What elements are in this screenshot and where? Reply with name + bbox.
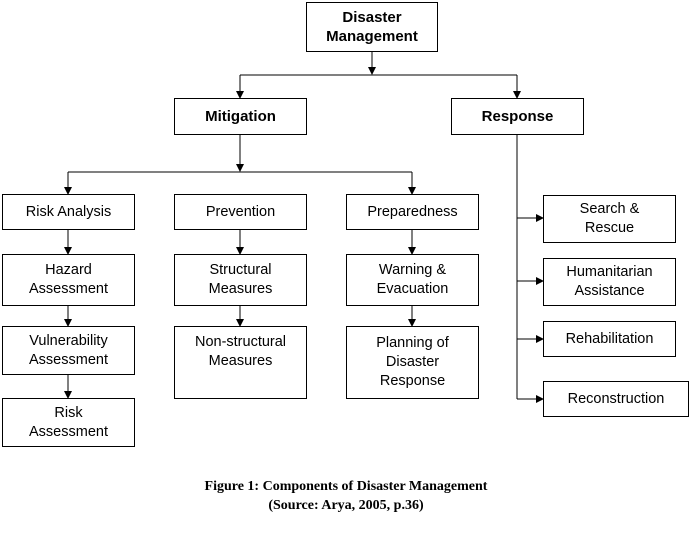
node-humanitarian-assistance: Humanitarian Assistance: [543, 258, 676, 306]
node-response: Response: [451, 98, 584, 135]
node-risk-analysis: Risk Analysis: [2, 194, 135, 230]
node-search-rescue: Search & Rescue: [543, 195, 676, 243]
node-reconstruction: Reconstruction: [543, 381, 689, 417]
node-prevention: Prevention: [174, 194, 307, 230]
node-hazard-assessment: Hazard Assessment: [2, 254, 135, 306]
node-disaster-management: Disaster Management: [306, 2, 438, 52]
node-mitigation: Mitigation: [174, 98, 307, 135]
node-risk-assessment: Risk Assessment: [2, 398, 135, 447]
node-vulnerability-assessment: Vulnerability Assessment: [2, 326, 135, 375]
figure-caption-title: Figure 1: Components of Disaster Managem…: [204, 479, 488, 494]
node-planning-disaster-response: Planning of Disaster Response: [346, 326, 479, 399]
node-preparedness: Preparedness: [346, 194, 479, 230]
node-rehabilitation: Rehabilitation: [543, 321, 676, 357]
node-non-structural-measures: Non-structural Measures: [174, 326, 307, 399]
node-warning-evacuation: Warning & Evacuation: [346, 254, 479, 306]
figure-caption-source: (Source: Arya, 2005, p.36): [268, 498, 424, 513]
node-structural-measures: Structural Measures: [174, 254, 307, 306]
